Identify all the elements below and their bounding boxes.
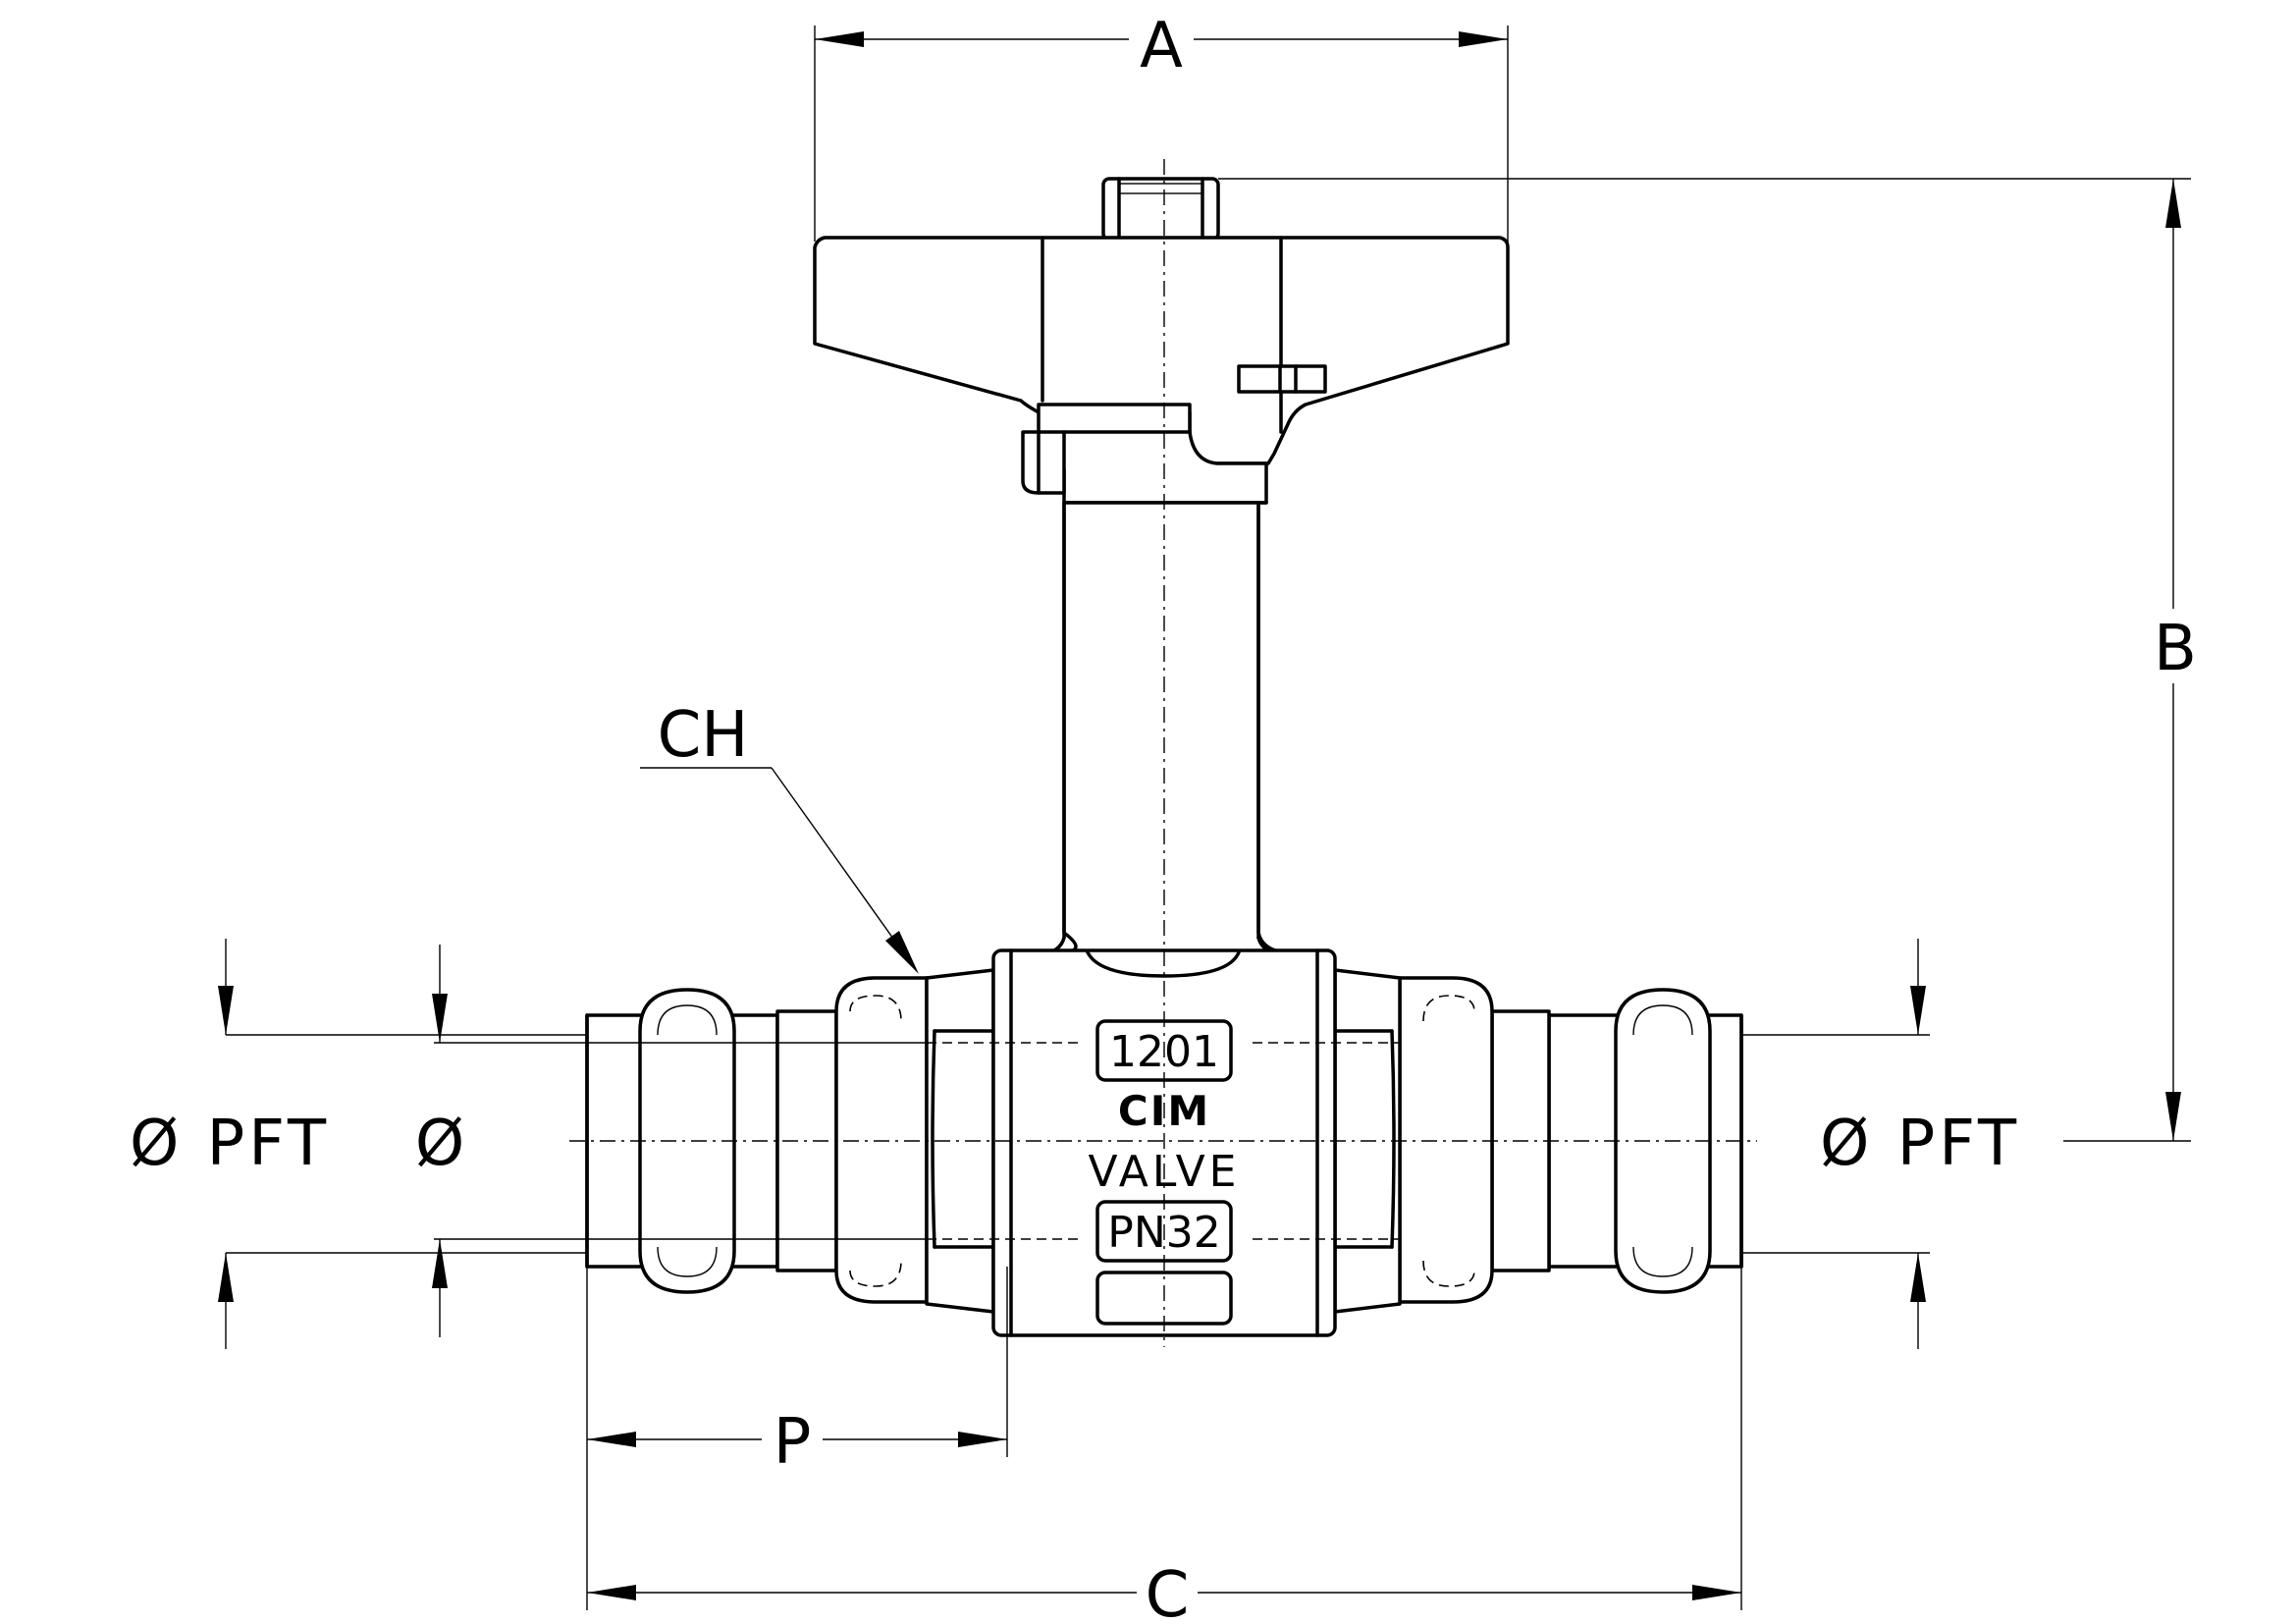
dim-ch-label: CH [658, 699, 749, 772]
center-lines [569, 159, 1757, 1347]
valve-body: 1201 CIM VALVE PN32 [927, 948, 1400, 1337]
left-pft-label: Ø PFT [130, 1108, 330, 1180]
left-press-bead [638, 988, 736, 1294]
handle-pin [1237, 364, 1327, 394]
dim-c-label: C [1146, 1559, 1190, 1624]
right-nut [1398, 976, 1494, 1304]
dim-b-label: B [2154, 613, 2197, 685]
stem-extension [1039, 501, 1288, 956]
dimension-p: P [587, 1267, 1008, 1479]
body-marking-type: VALVE [1089, 1147, 1241, 1197]
dim-a-label: A [1140, 10, 1183, 82]
t-handle [813, 177, 1510, 505]
dim-p-label: P [774, 1406, 812, 1479]
right-pft-label: Ø PFT [1820, 1108, 2020, 1180]
lock-tab [1021, 430, 1066, 495]
dimension-c: C [586, 1267, 1742, 1624]
dimension-b: B [1218, 178, 2209, 1142]
right-press-bead [1614, 988, 1712, 1294]
dimension-ch: CH [640, 699, 919, 974]
right-diameter-dimensions: Ø PFT [1741, 939, 2020, 1349]
dimension-a: A [814, 8, 1509, 344]
left-diameter-dimensions: Ø PFT Ø [130, 939, 927, 1349]
left-dia-label: Ø [415, 1108, 464, 1180]
body-marking-brand: CIM [1118, 1087, 1210, 1135]
left-nut [834, 976, 929, 1304]
